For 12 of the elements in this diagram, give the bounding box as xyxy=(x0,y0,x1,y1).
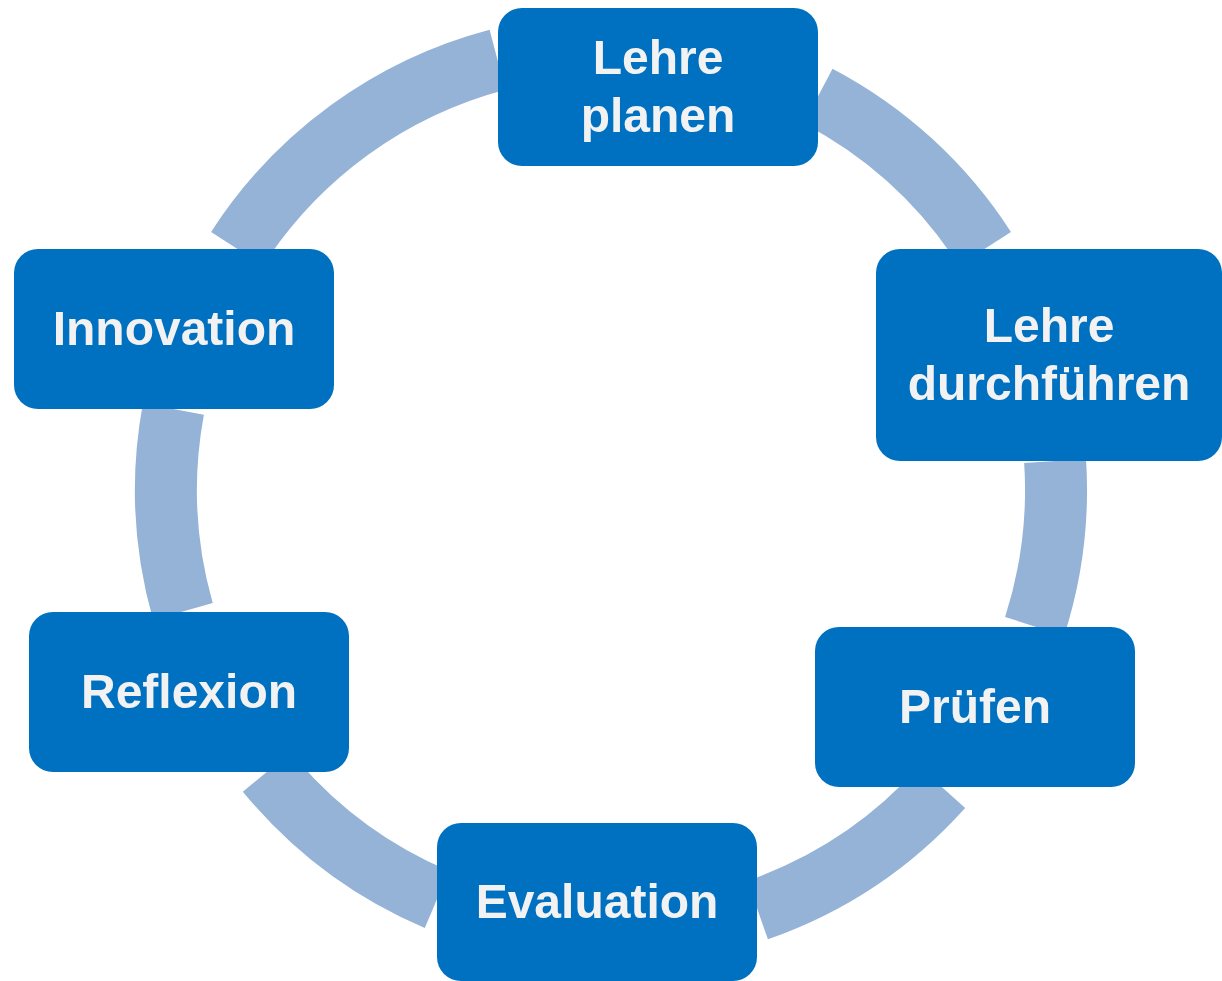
step-label: Innovation xyxy=(52,301,296,358)
step-box xyxy=(14,249,334,409)
step-label: Reflexion xyxy=(80,664,297,721)
step-box xyxy=(815,627,1135,787)
step-label: Prüfen xyxy=(899,679,1051,736)
step-box xyxy=(29,612,349,772)
step-box xyxy=(876,249,1222,461)
step-label: Lehre durchführen xyxy=(906,298,1192,412)
step-label: Lehre planen xyxy=(579,30,737,144)
step-label: Evaluation xyxy=(475,874,719,931)
step-box xyxy=(498,8,818,166)
step-box xyxy=(437,823,757,981)
